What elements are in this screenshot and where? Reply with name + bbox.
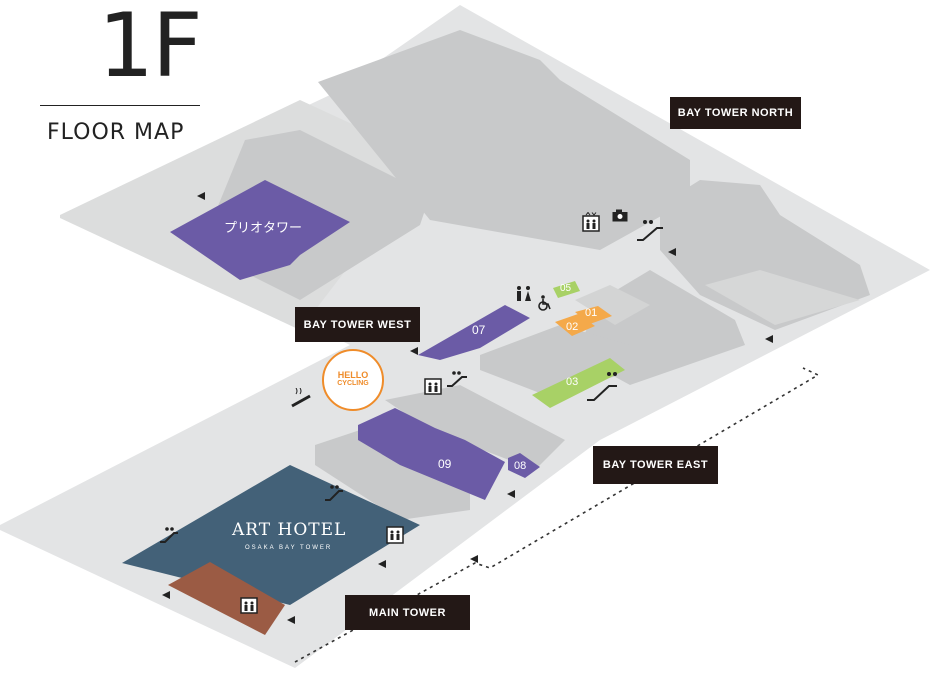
zone-label-bay-tower-east[interactable]: BAY TOWER EAST <box>593 446 718 484</box>
shop-label-01: 01 <box>585 307 598 319</box>
shop-05[interactable] <box>553 281 580 298</box>
entrance-arrow-icon <box>668 248 676 256</box>
restroom-icon[interactable] <box>515 286 533 302</box>
shop-07[interactable] <box>418 305 530 360</box>
escalator-icon[interactable] <box>635 218 665 242</box>
floor-map-title: FLOOR MAP <box>47 120 185 145</box>
entrance-arrow-icon <box>287 616 295 624</box>
block-north-east-b <box>705 270 860 325</box>
entrance-arrow-icon <box>765 335 773 343</box>
hotel-name: ART HOTEL <box>232 520 347 540</box>
zone-label-bay-tower-west[interactable]: BAY TOWER WEST <box>295 307 420 342</box>
hello-cycling-line2: CYCLING <box>337 380 369 388</box>
escalator-icon[interactable] <box>323 484 345 502</box>
hello-cycling-line1: HELLO <box>337 370 369 381</box>
elevator-icon[interactable] <box>240 594 258 614</box>
shop-label-07: 07 <box>472 323 486 337</box>
hotel-sub: OSAKA BAY TOWER <box>245 545 333 551</box>
shop-label-08: 08 <box>514 460 527 472</box>
shop-label-02: 02 <box>566 321 579 333</box>
shop-label-03: 03 <box>566 376 579 388</box>
entrance-arrow-icon <box>162 591 170 599</box>
zone-label-main-tower[interactable]: MAIN TOWER <box>345 595 470 630</box>
entrance-arrow-icon <box>410 347 418 355</box>
floor-number: 1F <box>98 0 203 97</box>
zone-label-bay-tower-north[interactable]: BAY TOWER NORTH <box>670 97 801 129</box>
entrance-arrow-icon <box>507 490 515 498</box>
entrance-arrow-icon <box>197 192 205 200</box>
escalator-icon[interactable] <box>158 526 180 544</box>
escalator-icon[interactable] <box>585 370 621 404</box>
block-east-grid-b <box>575 285 650 325</box>
shop-02[interactable] <box>555 314 595 336</box>
shop-03[interactable] <box>532 358 625 408</box>
shop-priotower[interactable] <box>170 180 350 280</box>
camera-icon[interactable] <box>612 209 628 222</box>
elevator-icon[interactable] <box>582 212 600 232</box>
elevator-icon[interactable] <box>386 522 404 544</box>
block-center <box>385 385 565 470</box>
hello-cycling-badge[interactable]: HELLO CYCLING <box>322 349 384 411</box>
shop-label-priotower: プリオタワー <box>224 221 303 236</box>
escalator-icon[interactable] <box>445 370 469 388</box>
shop-label-05: 05 <box>560 283 572 294</box>
elevator-icon[interactable] <box>424 375 442 395</box>
header-rule <box>40 105 200 106</box>
entrance-arrow-icon <box>378 560 386 568</box>
shop-01[interactable] <box>575 306 612 324</box>
shop-08[interactable] <box>508 453 540 478</box>
smoking-area-icon[interactable] <box>290 388 314 408</box>
entrance-arrow-icon <box>470 555 478 563</box>
wheelchair-icon[interactable] <box>536 295 552 311</box>
hotel-annex[interactable] <box>168 562 285 635</box>
block-south-middle <box>315 430 470 520</box>
shop-label-09: 09 <box>438 457 452 471</box>
shop-09[interactable] <box>358 408 505 500</box>
